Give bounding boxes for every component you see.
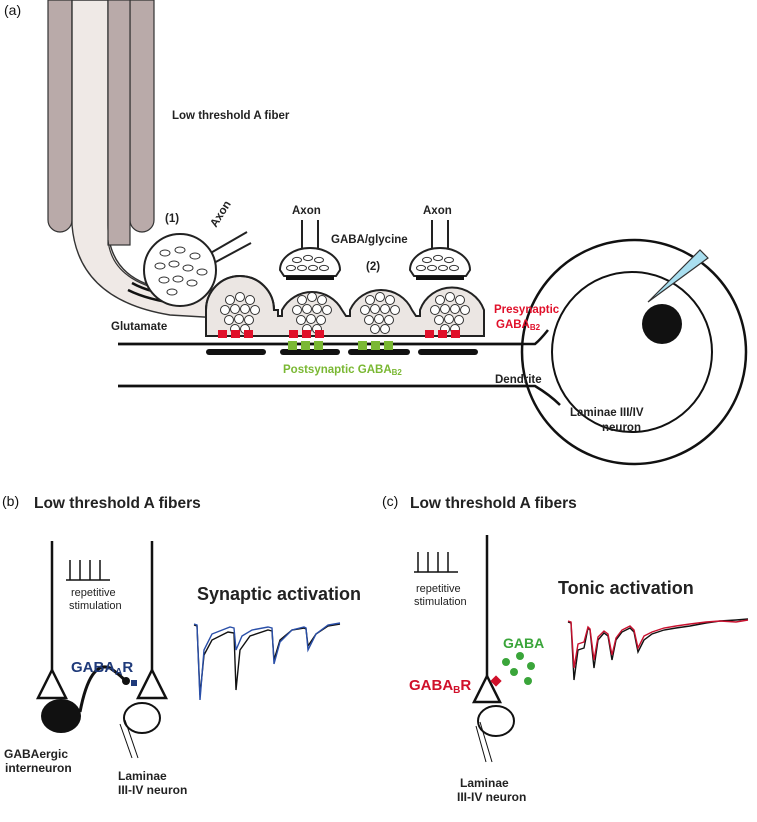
- neuron-label-2: neuron: [602, 422, 641, 434]
- synaptic-traces: [193, 622, 341, 701]
- panel-b-letter: (b): [2, 493, 19, 509]
- tonic-activation-title: Tonic activation: [558, 578, 694, 598]
- synaptic-activation-title: Synaptic activation: [197, 584, 361, 604]
- gabab-end: R: [460, 677, 471, 694]
- panel-c-circuit: [414, 535, 535, 763]
- b-stim-line1: repetitive: [71, 587, 116, 599]
- tonic-traces: [567, 618, 749, 681]
- presynaptic-label-2: GABAB2: [496, 319, 541, 332]
- marker-1: (1): [165, 213, 179, 225]
- axon-bouton-mid: [279, 220, 341, 281]
- recording-pipette: [647, 249, 709, 303]
- gaba-molecules: [502, 652, 535, 685]
- axon-bouton-right: [409, 220, 471, 281]
- c-stim-line1: repetitive: [416, 583, 461, 595]
- axon-bouton-1: [143, 231, 252, 307]
- fiber-label: Low threshold A fiber: [172, 110, 290, 122]
- marker-2: (2): [366, 261, 380, 273]
- postsynaptic-gabab2-receptors: [288, 341, 393, 350]
- axon-label-right: Axon: [423, 205, 452, 217]
- c-neuron-label-2: III-IV neuron: [457, 790, 526, 804]
- interneuron-label-1: GABAergic: [4, 747, 68, 761]
- postsynaptic-label: Postsynaptic GABAB2: [283, 364, 402, 377]
- panel-b-circuit: [35, 541, 169, 759]
- panel-c-letter: (c): [382, 493, 398, 509]
- postsynaptic-sub: B2: [392, 368, 403, 377]
- postsynaptic-densities: [206, 349, 478, 355]
- spine-chain: [205, 275, 485, 337]
- b-neuron-label-1: Laminae: [118, 769, 167, 783]
- axon-label-mid: Axon: [292, 205, 321, 217]
- gabaa-text: GABA: [71, 659, 115, 676]
- interneuron-label-2: interneuron: [5, 761, 72, 775]
- b-neuron-label-2: III-IV neuron: [118, 783, 187, 797]
- presynaptic-gabab2-receptors: [218, 330, 460, 338]
- panel-a-letter: (a): [4, 2, 21, 18]
- presynaptic-sub: B2: [530, 323, 541, 332]
- c-stim-line2: stimulation: [414, 596, 467, 608]
- gaba-glycine-label: GABA/glycine: [331, 234, 408, 246]
- laminae-neuron: [520, 238, 748, 466]
- c-neuron-label-1: Laminae: [460, 776, 509, 790]
- b-stim-line2: stimulation: [69, 600, 122, 612]
- panel-b-title: Low threshold A fibers: [34, 495, 201, 512]
- neuron-label-1: Laminae III/IV: [570, 407, 644, 419]
- presynaptic-gaba-text: GABA: [496, 319, 530, 331]
- gabaa-receptor-label: GABAAR: [71, 659, 133, 678]
- axon-label-left: Axon: [208, 199, 233, 230]
- postsynaptic-text: Postsynaptic GABA: [283, 364, 392, 376]
- gabab-text: GABA: [409, 677, 453, 694]
- a-fiber: [47, 0, 221, 319]
- gabab-sub: B: [453, 685, 460, 696]
- gaba-label: GABA: [503, 635, 544, 651]
- gabab-receptor-label: GABABR: [409, 677, 471, 696]
- gabaa-end: R: [122, 659, 133, 676]
- gabaa-sub: A: [115, 667, 122, 678]
- panel-c-title: Low threshold A fibers: [410, 495, 577, 512]
- glutamate-label: Glutamate: [111, 321, 167, 333]
- dendrite-label: Dendrite: [495, 374, 542, 386]
- presynaptic-label-1: Presynaptic: [494, 304, 560, 316]
